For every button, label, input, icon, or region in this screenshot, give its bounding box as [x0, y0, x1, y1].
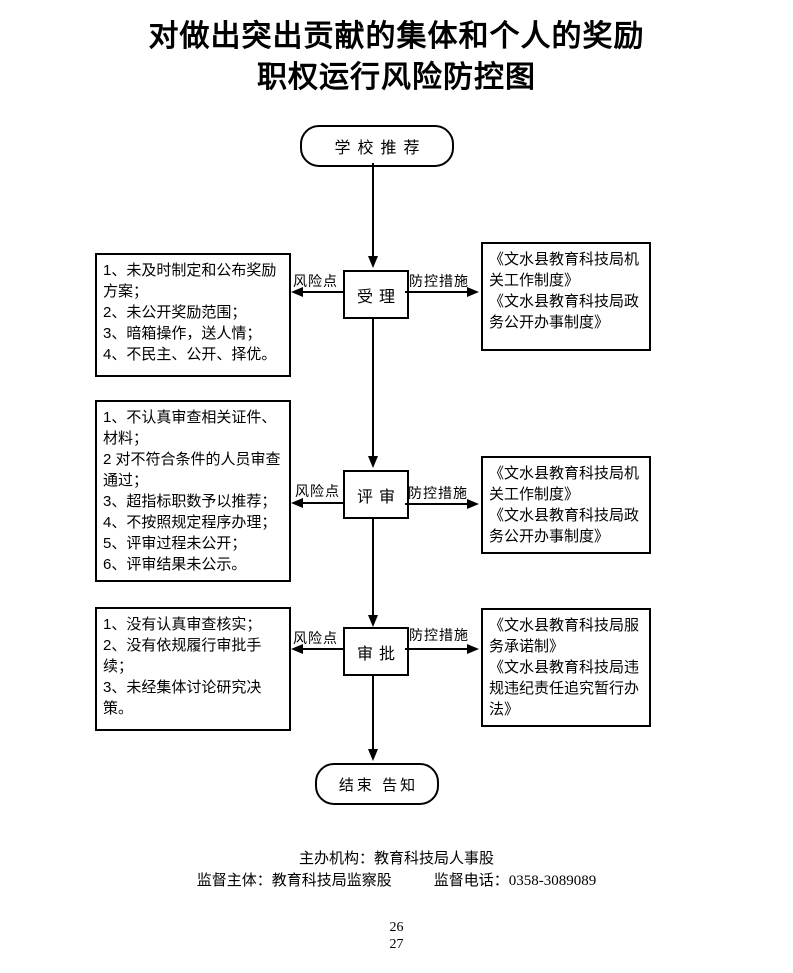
- left-arrow-icon: [291, 287, 303, 297]
- measure-item: 《文水县教育科技局机关工作制度》: [489, 465, 640, 503]
- stage-node-3-label: 审批: [356, 645, 401, 663]
- control-edge-line: [405, 648, 467, 650]
- left-arrow-icon: [291, 498, 303, 508]
- risk-item: 3、未经集体讨论研究决策。: [103, 679, 262, 717]
- down-arrow-icon: [368, 456, 378, 468]
- control-edge-line: [405, 503, 467, 505]
- risk-edge-label: 风险点: [293, 630, 338, 646]
- stage-node-2-label: 评审: [356, 488, 401, 506]
- risk-box-stage1: 1、未及时制定和公布奖励方案； 2、未公开奖励范围； 3、暗箱操作，送人情； 4…: [95, 253, 291, 377]
- risk-edge-label: 风险点: [295, 483, 340, 499]
- end-node-label: 结束 告知: [338, 776, 419, 794]
- measure-item: 《文水县教育科技局政务公开办事制度》: [489, 293, 640, 331]
- risk-item: 6、评审结果未公示。: [103, 556, 247, 573]
- control-edge-line: [405, 291, 467, 293]
- stage-node-3: 审批: [343, 627, 409, 676]
- footer-host-org: 主办机构：教育科技局人事股: [298, 850, 494, 867]
- risk-item: 4、不民主、公开、择优。: [103, 346, 277, 363]
- measure-item: 《文水县教育科技局违规违纪责任追究暂行办法》: [489, 659, 640, 718]
- start-node: 学校推荐: [300, 125, 454, 167]
- right-arrow-icon: [467, 499, 479, 509]
- risk-edge-line: [303, 502, 343, 504]
- measure-box-stage3: 《文水县教育科技局服务承诺制》 《文水县教育科技局违规违纪责任追究暂行办法》: [481, 608, 651, 727]
- footer-supervisor: 监督主体：教育科技局监察股: [196, 872, 392, 889]
- down-arrow-icon: [368, 615, 378, 627]
- risk-edge-label: 风险点: [293, 273, 338, 289]
- page-number: 27: [389, 937, 404, 952]
- flow-line-stage2-to-stage3: [372, 515, 374, 615]
- measure-box-stage1: 《文水县教育科技局机关工作制度》 《文水县教育科技局政务公开办事制度》: [481, 242, 651, 351]
- start-node-label: 学校推荐: [334, 140, 427, 157]
- page-title-line1: 对做出突出贡献的集体和个人的奖励: [148, 20, 645, 53]
- control-edge-label: 防控措施: [409, 627, 469, 643]
- page-title-line2: 职权运行风险防控图: [257, 61, 536, 94]
- risk-box-stage2: 1、不认真审查相关证件、材料； 2 对不符合条件的人员审查通过； 3、超指标职数…: [95, 400, 291, 582]
- risk-item: 1、没有认真审查核实；: [103, 616, 262, 633]
- flow-line-stage1-to-stage2: [372, 315, 374, 456]
- measure-box-stage2: 《文水县教育科技局机关工作制度》 《文水县教育科技局政务公开办事制度》: [481, 456, 651, 554]
- footer-supervision: 监督主体：教育科技局监察股 监督电话：0358-3089089: [0, 869, 793, 890]
- control-edge-label: 防控措施: [408, 485, 468, 501]
- page-number: 26: [389, 920, 404, 935]
- risk-item: 3、暗箱操作，送人情；: [103, 325, 262, 342]
- flow-line-stage3-to-end: [372, 672, 374, 749]
- footer-phone-group: 监督电话：0358-3089089: [434, 869, 597, 890]
- right-arrow-icon: [467, 287, 479, 297]
- measure-item: 《文水县教育科技局服务承诺制》: [489, 617, 640, 655]
- risk-item: 5、评审过程未公开；: [103, 535, 247, 552]
- right-arrow-icon: [467, 644, 479, 654]
- risk-item: 1、不认真审查相关证件、材料；: [103, 409, 277, 447]
- stage-node-1: 受理: [343, 270, 409, 319]
- left-arrow-icon: [291, 644, 303, 654]
- stage-node-2: 评审: [343, 470, 409, 519]
- risk-item: 2、未公开奖励范围；: [103, 304, 247, 321]
- measure-item: 《文水县教育科技局政务公开办事制度》: [489, 507, 640, 545]
- page-numbers: 26 27: [0, 919, 793, 953]
- measure-item: 《文水县教育科技局机关工作制度》: [489, 251, 640, 289]
- down-arrow-icon: [368, 749, 378, 761]
- footer-phone-label: 监督电话：: [433, 872, 509, 889]
- control-edge-label: 防控措施: [409, 273, 469, 289]
- risk-item: 1、未及时制定和公布奖励方案；: [103, 262, 277, 300]
- end-node: 结束 告知: [315, 763, 439, 805]
- risk-item: 3、超指标职数予以推荐；: [103, 493, 277, 510]
- footer-phone-number: 0358-3089089: [508, 873, 597, 889]
- stage-node-1-label: 受理: [356, 288, 401, 306]
- risk-edge-line: [303, 648, 343, 650]
- risk-item: 2、没有依规履行审批手续；: [103, 637, 262, 675]
- risk-item: 4、不按照规定程序办理；: [103, 514, 277, 531]
- risk-item: 2 对不符合条件的人员审查通过；: [103, 451, 281, 489]
- page-title: 对做出突出贡献的集体和个人的奖励 职权运行风险防控图: [0, 16, 793, 98]
- down-arrow-icon: [368, 256, 378, 268]
- risk-edge-line: [303, 291, 343, 293]
- flow-line-start-to-stage1: [372, 163, 374, 256]
- risk-box-stage3: 1、没有认真审查核实； 2、没有依规履行审批手续； 3、未经集体讨论研究决策。: [95, 607, 291, 731]
